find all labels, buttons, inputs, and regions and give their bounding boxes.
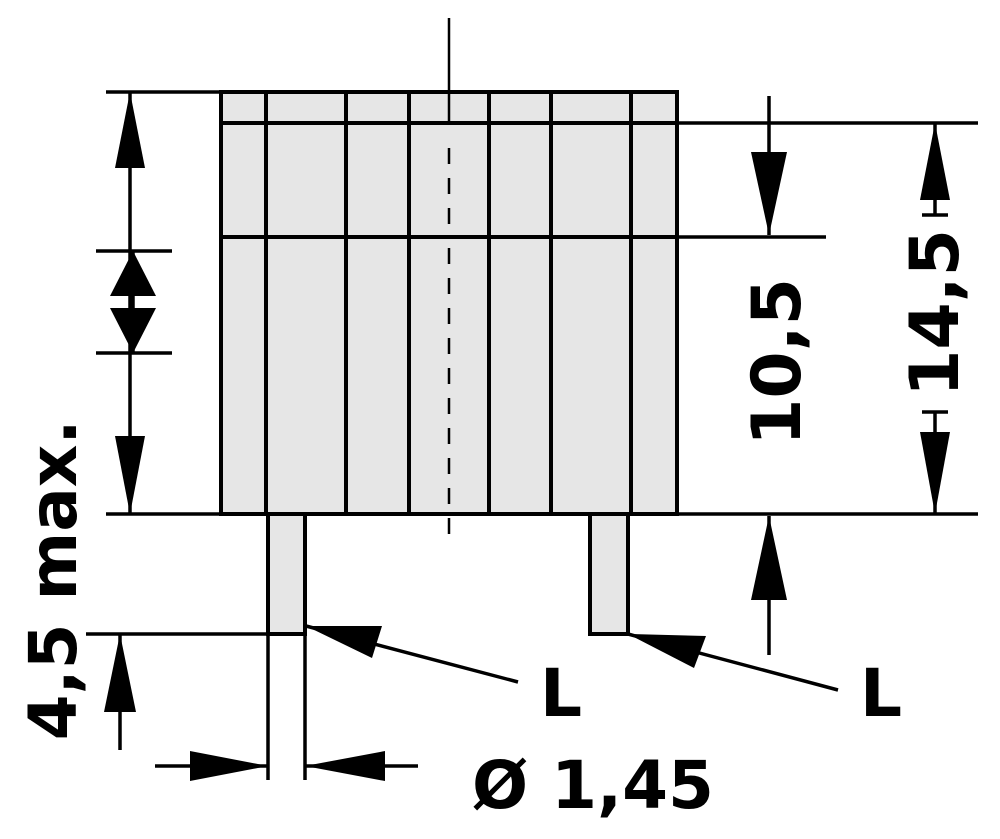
arrow-up-icon [920,123,950,200]
dim-pin-length: 4,5 max. [15,420,92,741]
pin-left [266,512,307,636]
fin-lines [221,92,677,514]
arrow-up-icon [110,251,156,296]
arrow-down-icon [115,436,145,514]
dim-height-body: 10,5 [738,278,817,446]
arrow-up-icon [751,516,787,600]
dim-pin-diameter: Ø 1,45 [472,747,714,824]
label-pin-left: L [540,655,582,732]
leader-arrow-icon [628,634,706,668]
extension-lines [86,90,978,780]
arrow-down-icon [920,432,950,514]
arrow-down-icon [110,308,156,353]
arrow-up-icon [104,634,136,712]
leader-arrow-icon [306,626,382,658]
arrow-left-icon [305,751,385,781]
arrow-right-icon [190,751,268,781]
arrow-down-icon [751,152,787,235]
label-pin-right: L [860,655,902,732]
dim-height-overall: 14,5 [896,229,975,397]
pin-right [588,512,630,636]
arrow-up-icon [115,92,145,168]
arrowheads [104,92,950,781]
